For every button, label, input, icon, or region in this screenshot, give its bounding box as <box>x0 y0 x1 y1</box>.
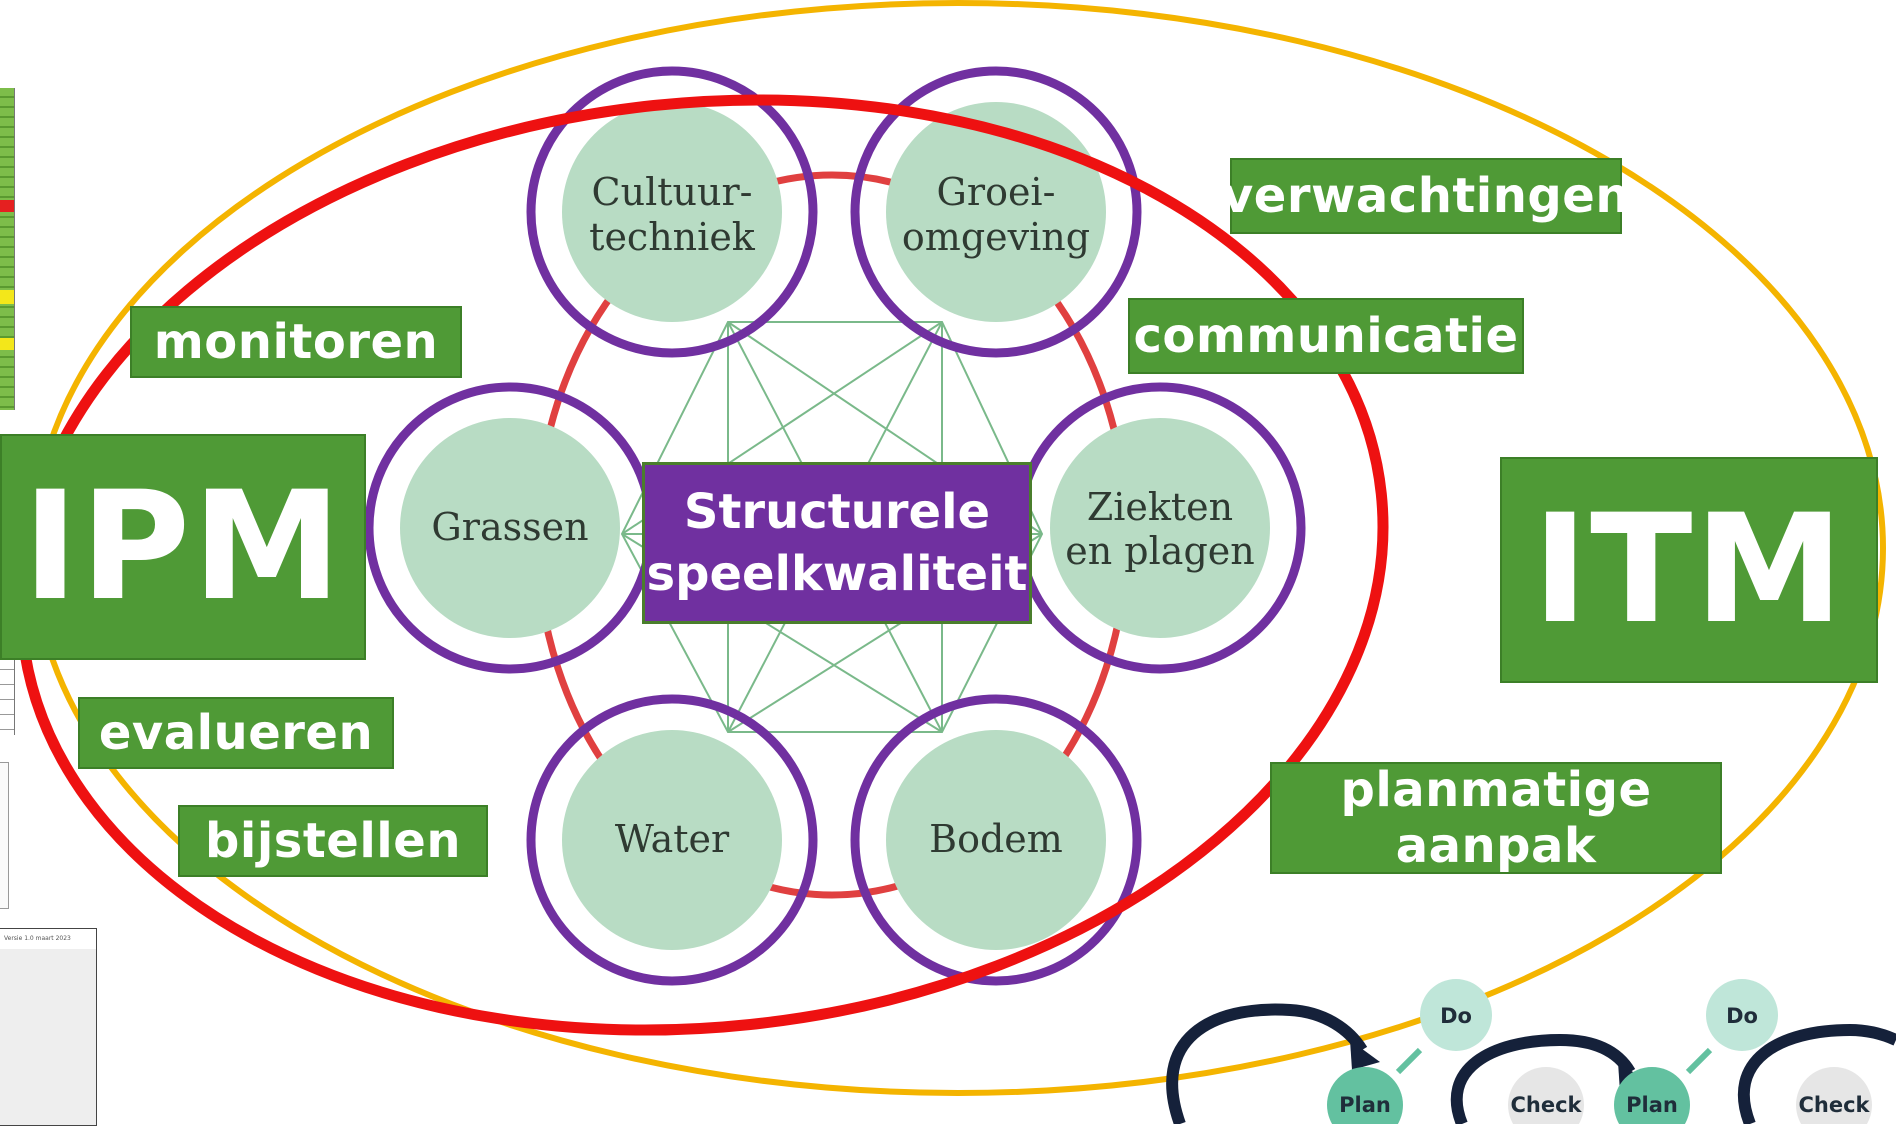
bubble-label-ziekten-1: Ziekten <box>1087 485 1233 529</box>
bubble-label-groei-2: omgeving <box>902 215 1090 259</box>
term-communicatie: communicatie <box>1128 298 1524 374</box>
pdca-do-1-label: Do <box>1440 1004 1472 1028</box>
network-lines <box>620 321 1044 733</box>
side-table-red-row <box>0 200 14 212</box>
bubble-label-grassen: Grassen <box>431 505 588 549</box>
term-planmatige-line2: aanpak <box>1395 818 1597 874</box>
pdca-plan-1 <box>1327 1067 1403 1124</box>
pdca-arrow-3 <box>1738 1023 1896 1124</box>
side-table-yellow-row <box>0 290 14 304</box>
center-label-box: Structurele speelkwaliteit <box>642 462 1032 624</box>
pdca-do-2-label: Do <box>1726 1004 1758 1028</box>
bubble-bodem <box>850 694 1142 986</box>
pdca-check-2-label: Check <box>1798 1093 1870 1117</box>
pdca-small-arrow-2 <box>1685 1047 1713 1075</box>
term-bijstellen: bijstellen <box>178 805 488 877</box>
term-monitoren: monitoren <box>130 306 462 378</box>
term-evalueren: evalueren <box>78 697 394 769</box>
pdca-arrow-1 <box>1166 1003 1368 1124</box>
pdca-plan-2-label: Plan <box>1626 1093 1678 1117</box>
bubble-label-water: Water <box>615 817 730 861</box>
pdca-do-1 <box>1420 979 1492 1051</box>
document-thumbnail: Versie 1.0 maart 2023 <box>0 928 97 1126</box>
itm-box: ITM <box>1500 457 1878 683</box>
side-table-yellow-row-2 <box>0 338 14 350</box>
side-chart-thumbnail <box>0 762 9 909</box>
side-table-thumbnail <box>0 88 15 410</box>
pdca-arrow-2 <box>1450 1033 1636 1124</box>
bubble-cultuurtechniek <box>526 66 818 358</box>
center-label-line1: Structurele <box>683 484 991 540</box>
term-verwachtingen: verwachtingen <box>1222 158 1630 234</box>
bubble-groeiomgeving <box>850 66 1142 358</box>
bubble-water <box>526 694 818 986</box>
pdca-check-2 <box>1796 1067 1872 1124</box>
term-planmatige-aanpak: planmatige aanpak <box>1270 762 1722 874</box>
document-header-text: Versie 1.0 maart 2023 <box>4 935 71 942</box>
pdca-plan-1-label: Plan <box>1339 1093 1391 1117</box>
bubble-label-groei-1: Groei- <box>937 170 1056 214</box>
pdca-small-arrow-1 <box>1395 1047 1423 1075</box>
pdca-plan-2 <box>1614 1067 1690 1124</box>
pdca-check-1-label: Check <box>1510 1093 1582 1117</box>
pdca-do-2 <box>1706 979 1778 1051</box>
side-table-lower <box>0 655 15 735</box>
pdca-graphic: Do Plan Check Do Plan Check <box>1166 979 1896 1124</box>
bubble-label-bodem: Bodem <box>929 817 1063 861</box>
center-label-line2: speelkwaliteit <box>646 546 1028 602</box>
ipm-box: IPM <box>0 434 366 660</box>
bubble-label-cultuur-1: Cultuur- <box>592 170 753 214</box>
bubble-label-ziekten-2: en plagen <box>1065 529 1254 573</box>
bubble-label-cultuur-2: techniek <box>589 215 756 259</box>
pdca-check-1 <box>1508 1067 1584 1124</box>
term-planmatige-line1: planmatige <box>1340 762 1652 818</box>
pdca-arrowhead-1 <box>1350 1040 1380 1070</box>
